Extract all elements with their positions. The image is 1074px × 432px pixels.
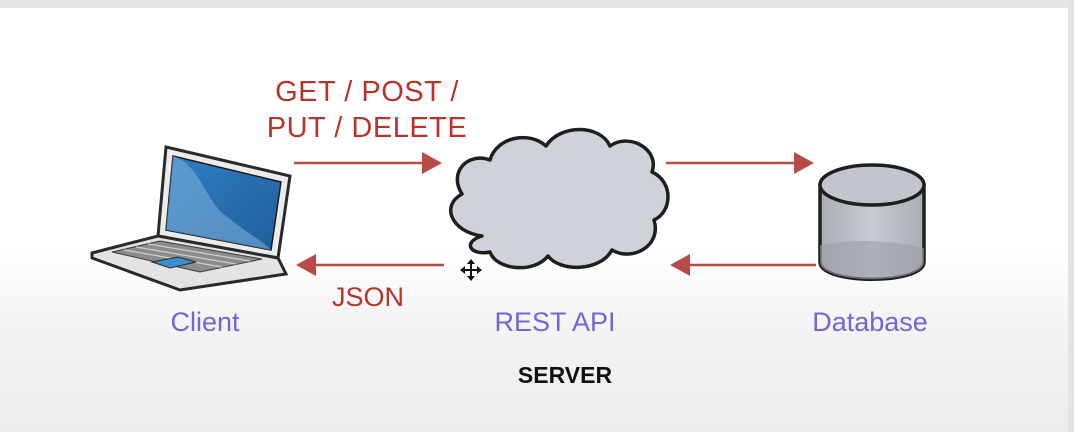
laptop-icon <box>90 145 292 292</box>
client-label: Client <box>170 307 240 337</box>
database-icon <box>818 163 926 281</box>
cloud-icon <box>449 127 670 270</box>
top-border <box>0 0 1074 8</box>
arrow-response <box>296 254 444 276</box>
right-border <box>1068 0 1074 432</box>
arrow-db-to-api <box>670 254 816 276</box>
rest-api-label: REST API <box>494 307 616 337</box>
arrow-request <box>294 152 442 174</box>
database-label: Database <box>812 307 928 337</box>
arrow-api-to-db <box>666 152 814 174</box>
response-format-label: JSON <box>331 282 404 312</box>
http-methods-line-1: GET / POST / <box>275 76 459 108</box>
server-label: SERVER <box>517 362 613 388</box>
http-methods-label: GET / POST / PUT / DELETE <box>262 74 472 146</box>
move-cursor-icon <box>460 259 482 281</box>
http-methods-line-2: PUT / DELETE <box>266 112 468 144</box>
